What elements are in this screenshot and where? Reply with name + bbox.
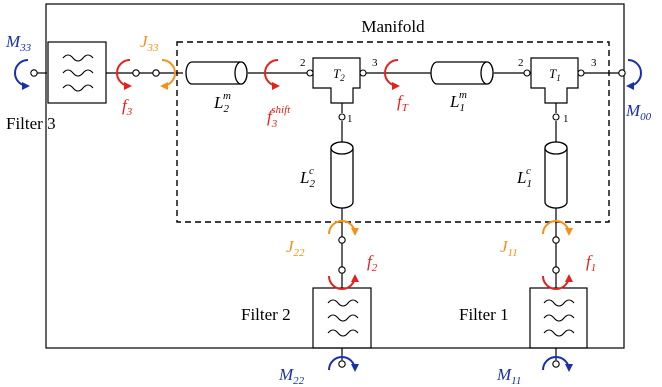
- label-M00: M00: [625, 101, 652, 123]
- svg-text:T2: T2: [333, 66, 345, 83]
- T2-port-2: 2: [300, 57, 306, 69]
- T1-port-1: 1: [563, 113, 569, 125]
- label-M33: M33: [5, 32, 32, 54]
- line-L2c: [330, 141, 354, 209]
- label-f3shift: f3shift: [267, 104, 291, 130]
- label-M11: M11: [496, 365, 521, 387]
- T1-port-3: 3: [591, 57, 597, 69]
- line-L2c-label: L2c: [299, 165, 315, 190]
- line-L2m-label: L2m: [213, 90, 231, 115]
- manifold-box: [176, 41, 610, 223]
- junction-arcs: [160, 59, 573, 236]
- junction-T1: T1: [530, 57, 579, 104]
- junction-T2: T2: [312, 57, 361, 104]
- label-f1: f1: [586, 252, 596, 274]
- label-J22: J22: [286, 237, 305, 259]
- filter-3-block: Filter 3: [6, 41, 107, 133]
- label-J11: J11: [500, 237, 518, 259]
- manifold-title: Manifold: [361, 17, 425, 36]
- T2-port-3: 3: [372, 57, 378, 69]
- label-J33: J33: [140, 32, 159, 54]
- T1-port-2: 2: [518, 57, 524, 69]
- label-f3: f3: [122, 96, 133, 118]
- filter-1-block: Filter 1: [459, 287, 588, 349]
- line-L1c-label: L1c: [516, 165, 532, 190]
- label-M22: M22: [278, 365, 305, 387]
- reflection-arcs: [14, 59, 642, 372]
- T2-port-1: 1: [347, 113, 353, 125]
- filter-3-label: Filter 3: [6, 114, 56, 133]
- line-L1c: [544, 141, 568, 209]
- line-L1m-label: L1m: [449, 89, 467, 114]
- label-f2: f2: [367, 252, 378, 274]
- port-circles: [30, 69, 626, 368]
- line-L2m: [185, 61, 248, 85]
- phase-arcs: [116, 59, 573, 290]
- line-L1m: [430, 61, 494, 85]
- filter-2-block: Filter 2: [241, 287, 372, 349]
- filter-1-label: Filter 1: [459, 305, 509, 324]
- filter-2-label: Filter 2: [241, 305, 291, 324]
- label-fT: fT: [397, 92, 409, 114]
- svg-text:T1: T1: [549, 66, 561, 83]
